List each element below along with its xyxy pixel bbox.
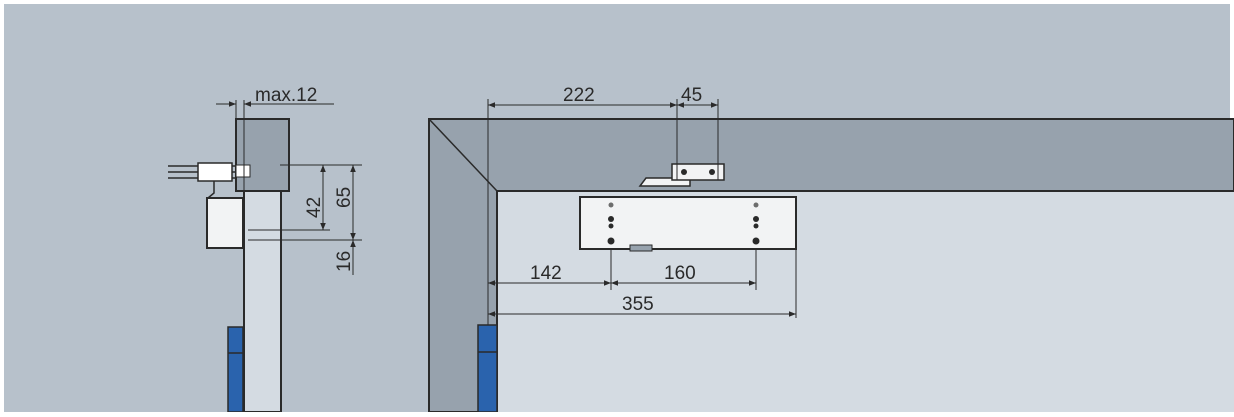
hole-2 bbox=[608, 216, 614, 222]
hole-1 bbox=[608, 202, 614, 208]
blue-part-side bbox=[227, 326, 244, 413]
front-view: 222 45 142 160 355 bbox=[428, 85, 1234, 413]
dim-142-label: 142 bbox=[530, 263, 562, 284]
arm-link-side bbox=[207, 181, 215, 199]
shoe-screw-1 bbox=[681, 169, 687, 175]
dim-42-label: 42 bbox=[304, 197, 325, 218]
dim-65-label: 65 bbox=[334, 187, 355, 208]
dim-45-label: 45 bbox=[681, 85, 702, 106]
hole-8 bbox=[752, 237, 760, 245]
shoe-screw-2 bbox=[709, 169, 715, 175]
dim-222-label: 222 bbox=[563, 85, 595, 106]
closer-body-front bbox=[579, 196, 797, 250]
frame-head-side bbox=[235, 118, 290, 192]
dim-max12-label: max.12 bbox=[255, 85, 317, 106]
frame-miter bbox=[428, 118, 498, 192]
arm-shoe-front bbox=[671, 163, 725, 181]
hole-4 bbox=[607, 237, 615, 245]
hole-5 bbox=[753, 202, 759, 208]
dim-160-label: 160 bbox=[664, 263, 696, 284]
hole-6 bbox=[753, 216, 759, 222]
dim-16-label: 16 bbox=[334, 251, 355, 272]
hole-7 bbox=[753, 223, 759, 229]
closer-valve bbox=[629, 244, 653, 252]
door-leaf-side bbox=[243, 189, 282, 413]
dim-355-label: 355 bbox=[622, 294, 654, 315]
closer-body-side bbox=[206, 197, 244, 249]
side-view: max.12 65 42 16 bbox=[168, 85, 362, 413]
blue-part-front bbox=[477, 324, 498, 413]
arm-clip-side bbox=[235, 164, 251, 178]
arm-shoe-side bbox=[197, 162, 233, 182]
hole-3 bbox=[608, 223, 614, 229]
